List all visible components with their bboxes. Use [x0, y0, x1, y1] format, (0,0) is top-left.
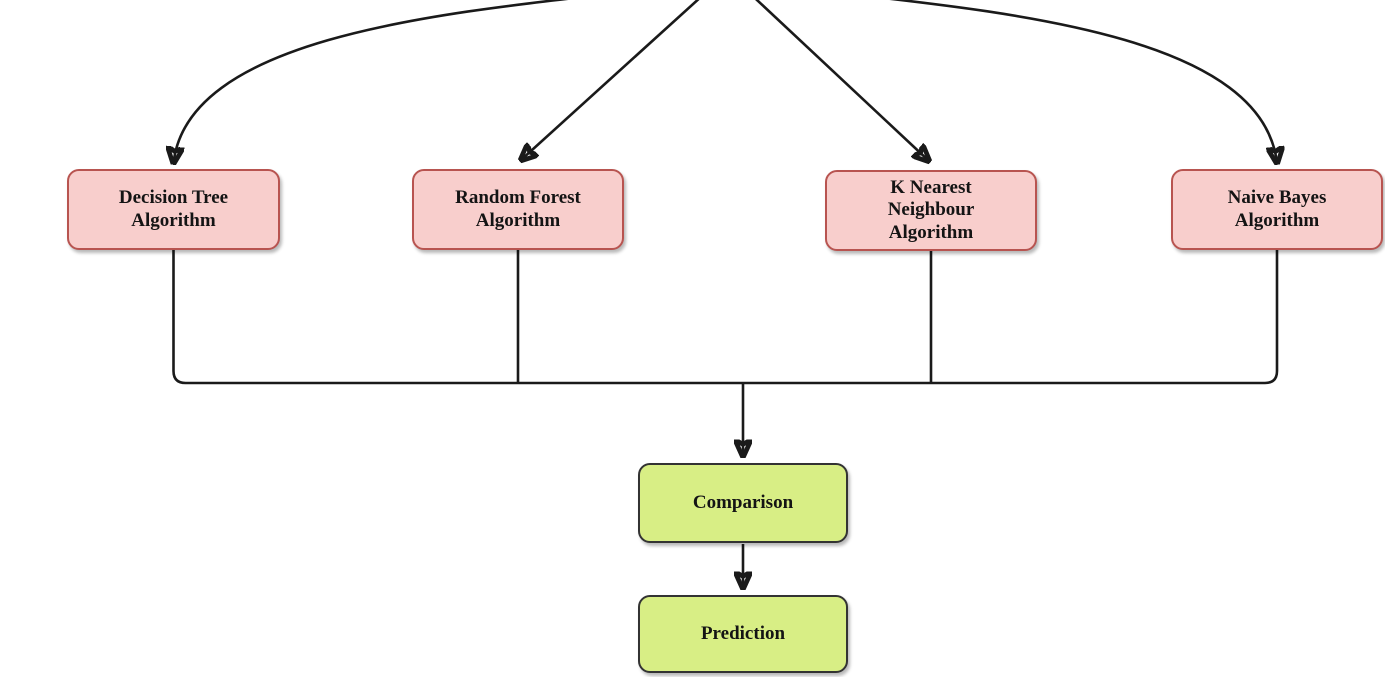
edge-root-to-decision-tree [174, 0, 568, 163]
node-label: Random Forest Algorithm [455, 187, 581, 231]
node-k-nearest-neighbour: K Nearest Neighbour Algorithm [825, 170, 1037, 251]
node-decision-tree: Decision Tree Algorithm [67, 169, 280, 250]
edge-root-to-naive-bayes [889, 0, 1277, 163]
edge-bus-bracket [172, 250, 1279, 385]
node-label: Comparison [692, 491, 794, 513]
node-label: Decision Tree Algorithm [118, 187, 229, 231]
node-label: K Nearest Neighbour Algorithm [887, 176, 975, 243]
node-label: Naive Bayes Algorithm [1227, 187, 1327, 231]
node-random-forest: Random Forest Algorithm [412, 169, 624, 250]
node-label: Prediction [700, 622, 786, 644]
node-prediction: Prediction [638, 595, 848, 673]
edge-root-to-k-nearest-neighbour [755, 0, 929, 161]
node-comparison: Comparison [638, 463, 848, 543]
edge-root-to-random-forest [521, 0, 700, 160]
node-naive-bayes: Naive Bayes Algorithm [1171, 169, 1383, 250]
